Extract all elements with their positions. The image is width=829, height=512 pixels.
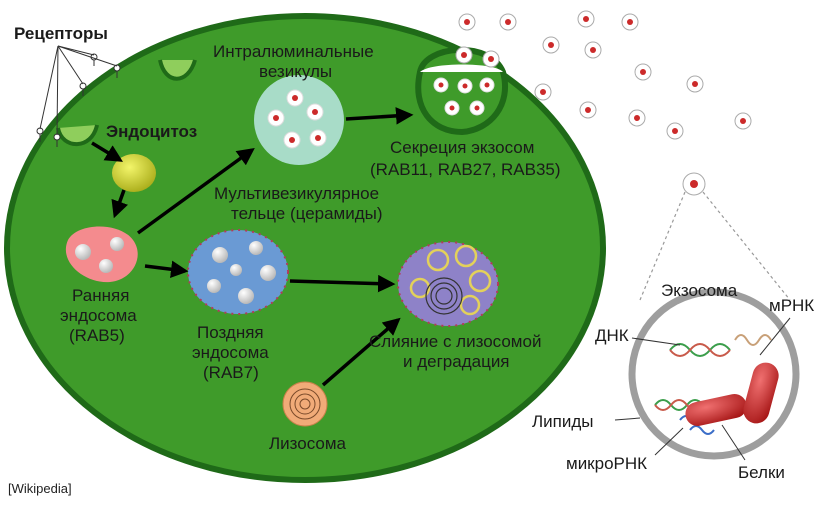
label-early-2: эндосома [60, 306, 137, 325]
label-proteins: Белки [738, 463, 785, 482]
label-fusion-1: Слияние с лизосомой [369, 332, 542, 351]
label-microrna: микроРНК [566, 454, 648, 473]
label-early-1: Ранняя [72, 286, 130, 305]
multivesicular-body [254, 75, 344, 165]
lysosome [282, 381, 328, 427]
released-exosome-cargo [461, 16, 746, 188]
receptor-pins [36, 53, 121, 147]
pathway-arrows [91, 107, 414, 387]
label-exosome: Экзосома [661, 281, 738, 300]
fusion-lysosome-rings [425, 277, 463, 315]
label-fusion-2: и деградация [403, 352, 510, 371]
label-late-3: (RAB7) [203, 363, 259, 382]
membrane-pit-top [158, 59, 197, 81]
label-late-1: Поздняя [197, 323, 264, 342]
detail-leaders [614, 317, 791, 461]
mvb-vesicle-cargo [273, 95, 321, 143]
pocket-vesicle-cargo [438, 82, 490, 111]
lysosome-rings [289, 388, 321, 420]
label-exo-secretion-2: (RAB11, RAB27, RAB35) [370, 160, 561, 179]
label-intraluminal-1: Интралюминальные [213, 42, 374, 61]
zoom-lines [639, 191, 791, 301]
label-lysosome: Лизосома [269, 434, 346, 453]
label-mvb-1: Мультивезикулярное [214, 184, 380, 203]
label-lipids: Липиды [532, 412, 594, 431]
label-endocytosis: Эндоцитоз [106, 122, 198, 141]
label-intraluminal-2: везикулы [259, 62, 333, 81]
label-late-2: эндосома [192, 343, 269, 362]
label-exo-secretion-1: Секреция экзосом [390, 138, 535, 157]
credit-text: [Wikipedia] [8, 481, 72, 496]
late-endosome-pearls [207, 241, 276, 304]
secretion-opening [420, 64, 503, 72]
label-early-3: (RAB5) [69, 326, 125, 345]
label-mvb-2: тельце (церамиды) [231, 204, 383, 223]
fusion-vesicles [409, 244, 492, 316]
label-receptors: Рецепторы [14, 24, 108, 43]
protein-ellipses [685, 362, 779, 426]
receptor-leaders [39, 45, 118, 136]
early-endosome-pearls [75, 237, 124, 273]
membrane-pit-left [56, 124, 99, 147]
label-dna: ДНК [595, 326, 629, 345]
endocytic-vesicle [112, 154, 156, 192]
mrna-strand [734, 334, 772, 346]
label-mrna: мРНК [769, 296, 815, 315]
